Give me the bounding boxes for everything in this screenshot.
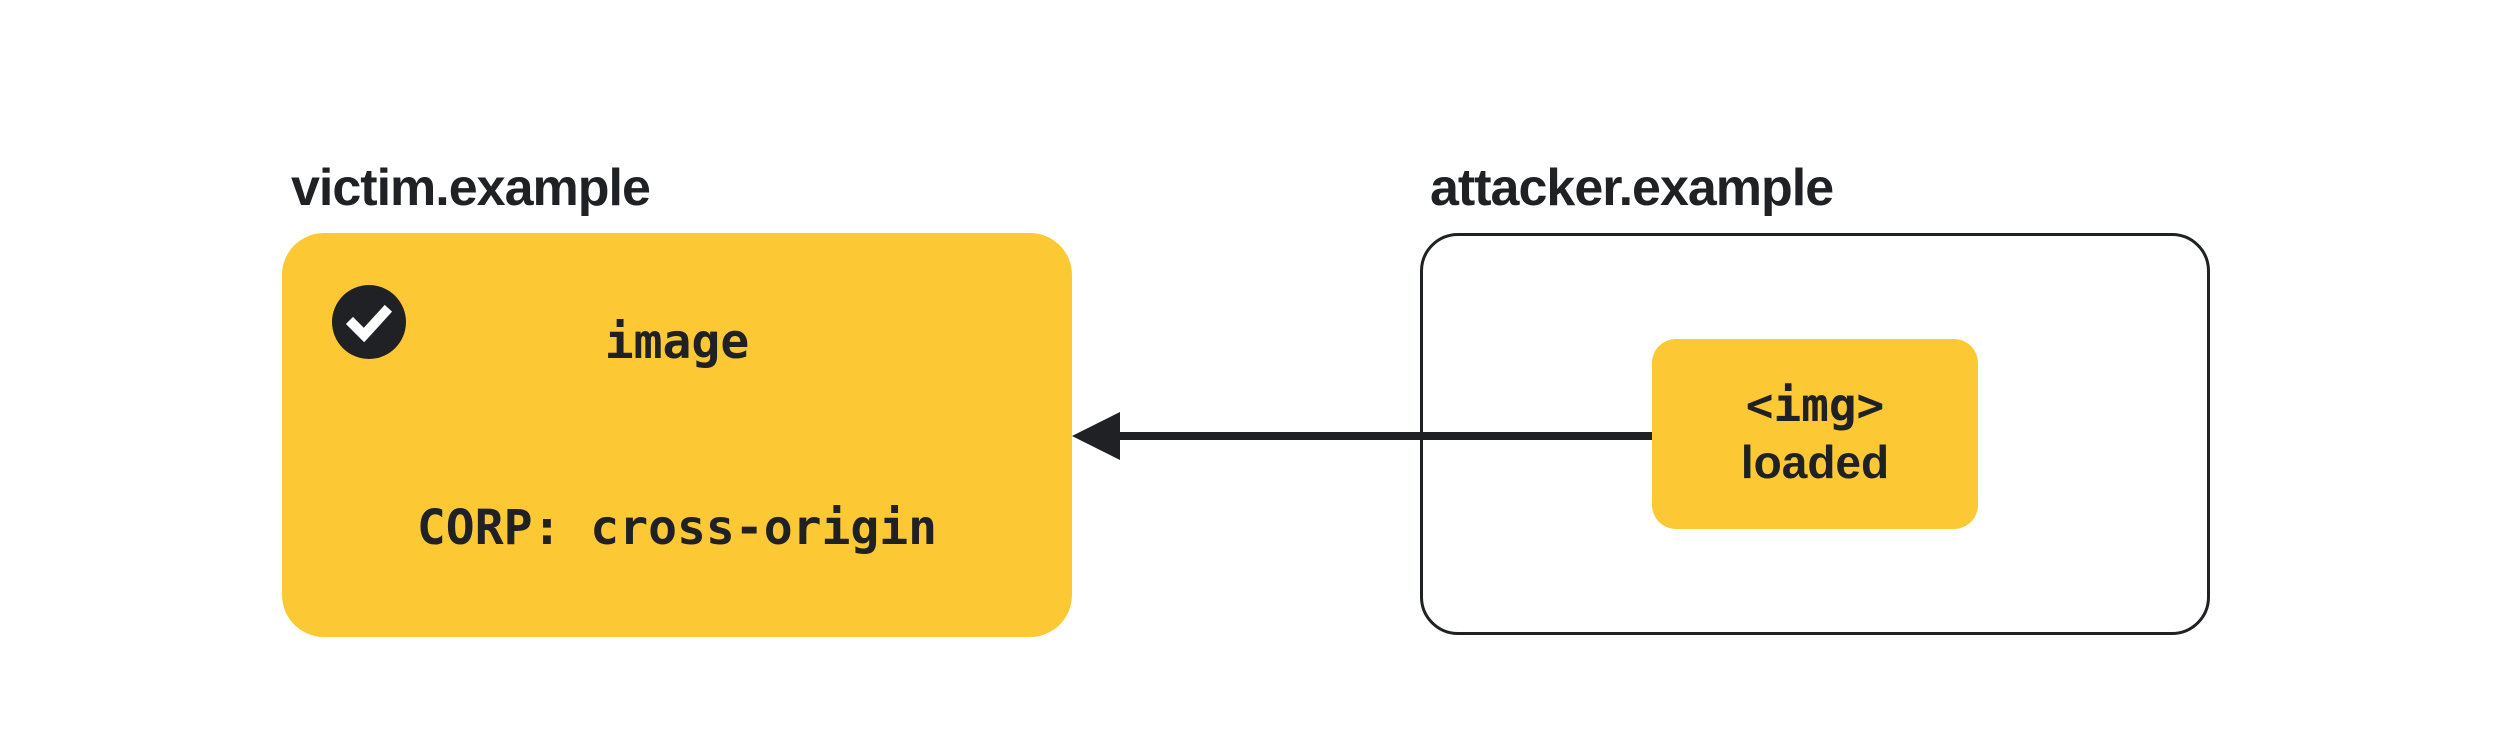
victim-card: image CORP: cross-origin: [282, 233, 1072, 637]
check-icon: [332, 285, 406, 359]
victim-resource-text: image CORP: cross-origin: [417, 187, 937, 683]
attacker-domain-label: attacker.example: [1430, 159, 1834, 217]
resource-line-type: image: [604, 314, 750, 370]
chip-line-img-tag: <img>: [1745, 378, 1885, 432]
arrow-shaft: [1110, 432, 1652, 440]
arrow-left-icon: [1072, 412, 1120, 460]
victim-domain-label: victim.example: [291, 159, 651, 217]
attacker-card: <img> loaded: [1420, 233, 2210, 635]
img-loaded-chip: <img> loaded: [1652, 339, 1978, 529]
resource-line-corp-header: CORP: cross-origin: [416, 500, 938, 556]
chip-line-loaded: loaded: [1740, 436, 1890, 488]
